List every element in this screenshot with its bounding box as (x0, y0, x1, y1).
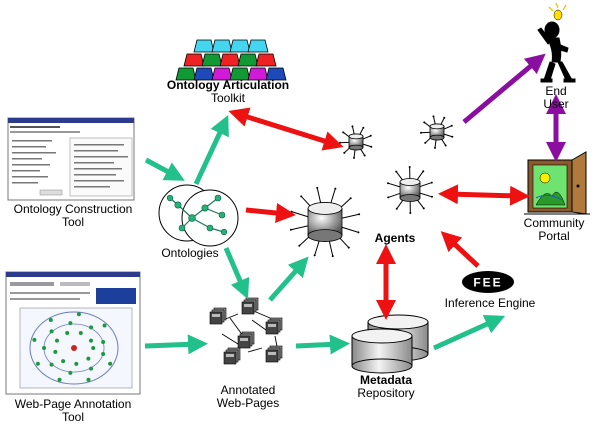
toolkit-label-line1: Ontology Articulation (166, 78, 290, 92)
end-user-label-line2: User (543, 97, 569, 111)
arrow-ontologies-to-pages (223, 247, 250, 300)
agents-label-text: Agents (374, 231, 416, 245)
agent-2-icon (339, 125, 373, 159)
svg-text:FEE: FEE (473, 276, 502, 290)
arrow-annotation-to-pages (144, 334, 208, 355)
portal-label-line2: Portal (538, 229, 570, 243)
annotated-pages-label-line1: Annotated (220, 383, 276, 397)
inference-engine-logo-icon: FEE (462, 271, 514, 293)
ontologies-label-text: Ontologies (161, 246, 219, 260)
ontologies-label: Ontologies (150, 247, 230, 260)
toolkit-blocks-icon (175, 39, 287, 81)
annotated-pages-label: Annotated Web-Pages (208, 384, 288, 410)
arrow-pages-to-agent (268, 256, 309, 302)
repository-label-line1: Metadata (359, 373, 412, 387)
portal-label-line1: Community (523, 216, 585, 230)
toolkit-label-line2: Toolkit (210, 91, 245, 105)
arrow-construction-to-ontologies (144, 157, 185, 181)
construction-tool-screenshot-icon (7, 117, 135, 201)
construction-tool-label-line2: Tool (61, 215, 84, 229)
repository-label-line2: Repository (357, 386, 415, 400)
annotated-webpages-icon (209, 297, 283, 365)
construction-tool-label: Ontology Construction Tool (8, 203, 138, 229)
annotated-pages-label-line2: Web-Pages (216, 396, 280, 410)
arrow-agent-to-user (462, 53, 546, 124)
arrow-agents-portal (438, 184, 530, 206)
arrow-ontologies-to-toolkit (193, 114, 229, 186)
portal-label: Community Portal (516, 217, 592, 243)
annotation-tool-screenshot-icon (5, 271, 141, 395)
arrow-inference-to-agents (440, 231, 480, 268)
agent-3-icon (420, 115, 454, 149)
annotation-tool-label-line1: Web-Page Annotation (14, 397, 132, 411)
end-user-label-line1: End (545, 84, 567, 98)
metadata-repository-icon (351, 314, 429, 374)
inference-engine-label: Inference Engine (440, 297, 540, 310)
arrow-ontologies-to-agent (245, 203, 296, 223)
ontologies-graph-icon (158, 184, 239, 247)
agents-label: Agents (370, 232, 420, 245)
arrow-toolkit-agents (228, 107, 344, 151)
annotation-tool-label: Web-Page Annotation Tool (6, 398, 140, 424)
arrow-repository-to-inference (432, 315, 506, 351)
inference-engine-label-text: Inference Engine (444, 296, 536, 310)
agent-1-icon (289, 186, 361, 258)
repository-label: Metadata Repository (346, 374, 426, 400)
arrow-pages-to-repository (295, 334, 350, 355)
annotation-tool-label-line2: Tool (61, 410, 84, 424)
agent-4-icon (387, 166, 433, 214)
end-user-label: End User (530, 85, 582, 111)
construction-tool-label-line1: Ontology Construction (13, 202, 133, 216)
community-portal-door-icon (524, 151, 590, 215)
toolkit-label: Ontology Articulation Toolkit (158, 79, 298, 105)
end-user-figure-icon (537, 2, 576, 83)
